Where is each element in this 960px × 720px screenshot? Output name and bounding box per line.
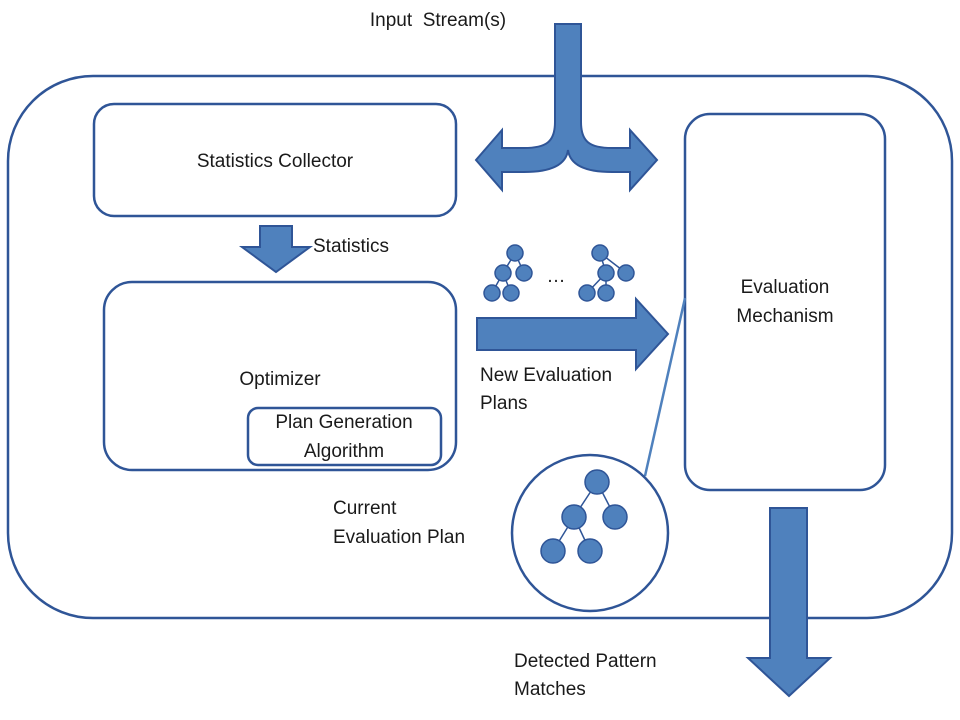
statistics-collector-box[interactable]: [92, 102, 458, 218]
evaluation-mechanism-line1: Evaluation: [741, 277, 830, 298]
input-stream-label: Input Stream(s): [370, 10, 506, 31]
optimizer-label: Optimizer: [239, 369, 321, 390]
evaluation-mechanism-box[interactable]: [683, 112, 887, 492]
new-plans-arrow: [476, 296, 670, 372]
current-plan-line2: Evaluation Plan: [333, 527, 465, 548]
plan-generation-line1: Plan Generation: [275, 412, 412, 433]
input-split-arrow: [474, 23, 659, 193]
current-plan-connector: [643, 297, 687, 477]
current-plan-circle[interactable]: [510, 453, 670, 613]
detected-matches-line2: Matches: [514, 679, 586, 700]
evaluation-mechanism-line2: Mechanism: [736, 306, 833, 327]
statistics-down-arrow: [238, 225, 314, 274]
current-plan-tree-icon: [540, 469, 628, 564]
detected-matches-line1: Detected Pattern: [514, 651, 657, 672]
new-plans-line1: New Evaluation: [480, 365, 612, 386]
statistics-collector-label: Statistics Collector: [197, 151, 354, 172]
statistics-label: Statistics: [313, 236, 389, 257]
plan-generation-line2: Algorithm: [304, 441, 384, 462]
plans-ellipsis: …: [547, 266, 566, 287]
new-plans-line2: Plans: [480, 393, 528, 414]
current-plan-line1: Current: [333, 498, 397, 519]
plan-tree-icon-1: [483, 244, 533, 302]
plan-generation-box[interactable]: [246, 406, 443, 467]
plan-tree-icon-2: [578, 244, 635, 302]
detected-matches-arrow: [745, 507, 833, 698]
